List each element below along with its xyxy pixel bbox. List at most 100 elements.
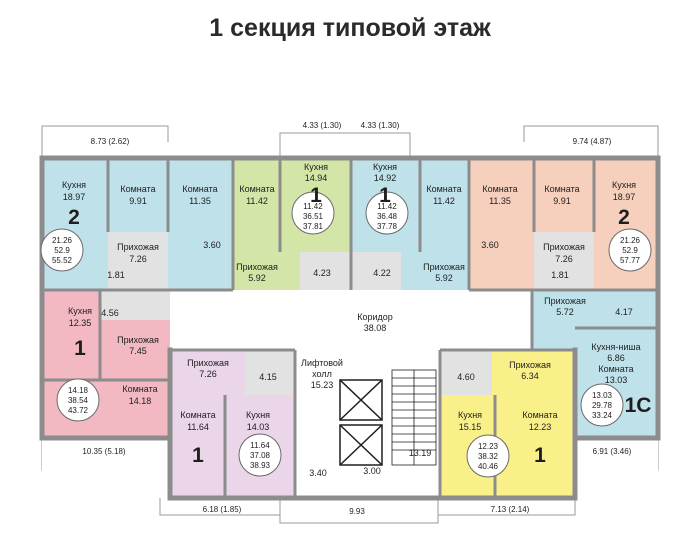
br-bath-area: 4.60 xyxy=(457,372,475,382)
ml-kitchen-label: Кухня xyxy=(68,306,92,316)
tl-room-a-label: Комната xyxy=(120,184,155,194)
tm-room-count: 1 xyxy=(310,184,322,207)
ml-room-count: 1 xyxy=(74,337,86,360)
tm-hall-area: 5.92 xyxy=(248,273,266,283)
apartment-top-left xyxy=(42,158,233,290)
tr-hall-area: 7.26 xyxy=(555,254,573,264)
tm2-kitchen-label: Кухня xyxy=(373,162,397,172)
br-kitchen-label: Кухня xyxy=(458,410,482,420)
tr-room-b-area: 9.91 xyxy=(553,196,571,206)
tr-total-2: 52.9 xyxy=(622,246,638,255)
tr-total-3: 57.77 xyxy=(620,256,641,265)
bl-room-count: 1 xyxy=(192,444,204,467)
tl-kitchen-area: 18.97 xyxy=(63,192,86,202)
tr-wc-area: 1.81 xyxy=(551,270,569,280)
tm2-room-area: 11.42 xyxy=(433,196,455,206)
ml-hall-area: 7.45 xyxy=(129,346,147,356)
tl-room-b-area: 11.35 xyxy=(189,196,211,206)
bl-hall-area: 7.26 xyxy=(199,369,217,379)
ml-kitchen-area: 12.35 xyxy=(69,318,92,328)
tr-bath-area: 3.60 xyxy=(481,240,499,250)
tm2-total-3: 37.78 xyxy=(377,222,398,231)
br-hall-area: 6.34 xyxy=(521,371,539,381)
bl-total-2: 37.08 xyxy=(250,451,271,460)
tr-hall-label: Прихожая xyxy=(543,242,585,252)
corridor-label: Коридор xyxy=(357,312,393,322)
mr-room-count: 1С xyxy=(625,394,652,417)
tm2-room-label: Комната xyxy=(426,184,461,194)
balcony-label-top-left: 8.73 (2.62) xyxy=(91,137,130,146)
tm2-kitchen-area: 14.92 xyxy=(374,173,397,183)
tm-total-3: 37.81 xyxy=(303,222,324,231)
apartment-bottom-left xyxy=(170,350,295,498)
ml-total-1: 14.18 xyxy=(68,386,89,395)
staircase xyxy=(391,369,437,466)
balcony-label-bottom-mid-left: 6.18 (1.85) xyxy=(203,505,242,514)
tr-room-a-area: 11.35 xyxy=(489,196,511,206)
tm-kitchen-area: 14.94 xyxy=(305,173,328,183)
mr-bath-area: 4.17 xyxy=(615,307,633,317)
balcony-top-left xyxy=(41,125,169,160)
bl-room-label: Комната xyxy=(180,410,215,420)
br-total-2: 38.32 xyxy=(478,452,499,461)
apartment-bottom-right xyxy=(440,350,575,498)
tr-room-count: 2 xyxy=(618,206,630,229)
area-300: 3.00 xyxy=(363,466,381,476)
tl-bath-area: 3.60 xyxy=(203,240,221,250)
tl-total-2: 52.9 xyxy=(54,246,70,255)
mr-room-area: 13.03 xyxy=(605,375,628,385)
tl-hall-label: Прихожая xyxy=(117,242,159,252)
tm-kitchen-label: Кухня xyxy=(304,162,328,172)
br-hall-label: Прихожая xyxy=(509,360,551,370)
apartment-top-mid-left xyxy=(233,158,351,290)
ml-bath-area: 4.56 xyxy=(101,308,119,318)
page-title: 1 секция типовой этаж xyxy=(209,14,491,42)
mr-room-label: Комната xyxy=(598,364,633,374)
area-badges xyxy=(40,191,652,478)
tm2-total-1: 11.42 xyxy=(377,202,397,211)
br-kitchen-area: 15.15 xyxy=(459,422,482,432)
bl-hall-label: Прихожая xyxy=(187,358,229,368)
tm2-hall-label: Прихожая xyxy=(423,262,465,272)
balcony-label-top-right: 9.74 (4.87) xyxy=(573,137,612,146)
balcony-label-top-mid-left: 4.33 (1.30) xyxy=(303,121,342,130)
balcony-label-bottom-mid: 9.93 xyxy=(349,507,365,516)
balcony-label-bottom-mid-right: 7.13 (2.14) xyxy=(491,505,530,514)
corridor-zone xyxy=(170,290,532,350)
br-room-count: 1 xyxy=(534,444,546,467)
tr-total-1: 21.26 xyxy=(620,236,641,245)
mr-total-1: 13.03 xyxy=(592,391,613,400)
tl-room-b-label: Комната xyxy=(182,184,217,194)
lift-hall-label-1: Лифтовой xyxy=(301,358,343,368)
lift-hall-area: 15.23 xyxy=(311,380,334,390)
tl-wc-area: 1.81 xyxy=(107,270,125,280)
ml-hall-label: Прихожая xyxy=(117,335,159,345)
tr-kitchen-label: Кухня xyxy=(612,180,636,190)
tl-room-count: 2 xyxy=(68,206,80,229)
balcony-label-top-mid-right: 4.33 (1.30) xyxy=(361,121,400,130)
balcony-bottom-mid-right xyxy=(437,498,576,516)
core-zone xyxy=(295,350,440,498)
tm2-total-2: 36.48 xyxy=(377,212,398,221)
br-total-1: 12.23 xyxy=(478,442,499,451)
tl-room-a-area: 9.91 xyxy=(129,196,147,206)
mr-kitchen-area: 6.86 xyxy=(607,353,625,363)
balcony-label-bottom-right: 6.91 (3.46) xyxy=(593,447,632,456)
balcony-top-mid xyxy=(279,132,411,158)
balcony-top-right xyxy=(523,125,659,160)
mr-total-3: 33.24 xyxy=(592,411,613,420)
balcony-label-bottom-left: 10.35 (5.18) xyxy=(82,447,125,456)
tm2-bath-area: 4.22 xyxy=(373,268,391,278)
tm2-hall-area: 5.92 xyxy=(435,273,453,283)
corridor-area: 38.08 xyxy=(364,323,387,333)
ml-total-2: 38.54 xyxy=(68,396,89,405)
bl-total-3: 38.93 xyxy=(250,461,271,470)
tm2-room-count: 1 xyxy=(379,184,391,207)
tm-bath-area: 4.23 xyxy=(313,268,331,278)
tl-hall-area: 7.26 xyxy=(129,254,147,264)
tm-total-2: 36.51 xyxy=(303,212,324,221)
mr-hall-label: Прихожая xyxy=(544,296,586,306)
tr-kitchen-area: 18.97 xyxy=(613,192,636,202)
tm-room-area: 11.42 xyxy=(246,196,268,206)
lift-shafts xyxy=(339,379,383,466)
